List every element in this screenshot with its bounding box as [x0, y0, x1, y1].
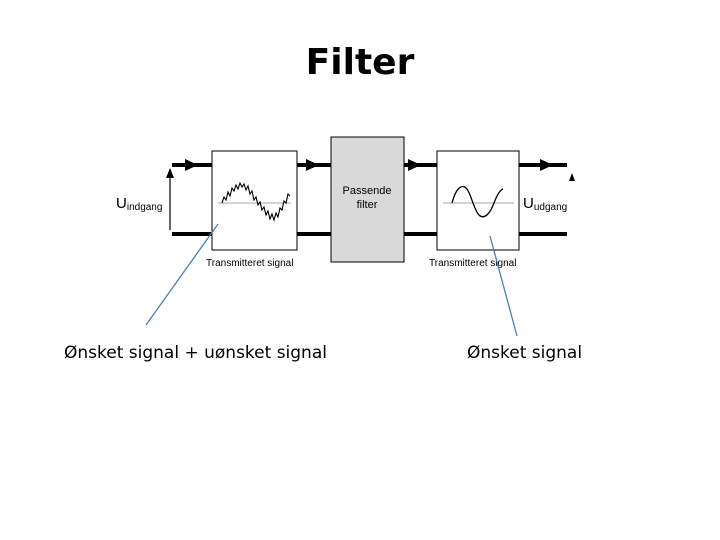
output-arrowhead — [569, 173, 575, 181]
arrow-3 — [408, 159, 421, 171]
input-label: Uindgang — [116, 195, 162, 213]
left-box-caption: Transmitteret signal — [206, 258, 293, 269]
arrow-2 — [306, 159, 319, 171]
filter-block — [330, 136, 405, 263]
right-signal-box — [436, 150, 520, 251]
noisy-signal — [221, 181, 291, 222]
arrow-4 — [540, 159, 553, 171]
filter-label-line2: filter — [357, 199, 378, 211]
filter-label-line1: Passende — [343, 185, 392, 197]
caption-wanted-plus-unwanted: Ønsket signal + uønsket signal — [64, 343, 327, 363]
right-box-caption: Transmitteret signal — [429, 258, 516, 269]
arrow-1 — [185, 159, 198, 171]
clean-sine-signal — [451, 185, 504, 218]
output-label: Uudgang — [523, 195, 567, 213]
pointer-line-right — [489, 235, 518, 337]
pointer-line-left — [145, 223, 219, 326]
slide-title: Filter — [305, 42, 415, 83]
input-voltage-arrowhead — [166, 168, 174, 178]
caption-wanted-signal: Ønsket signal — [467, 343, 583, 363]
